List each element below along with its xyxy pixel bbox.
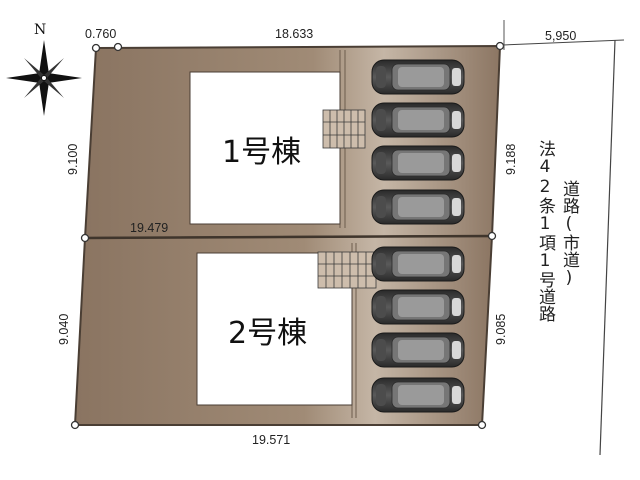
building-2-label: 2号棟	[228, 316, 307, 351]
parked-car-2-3	[371, 332, 465, 368]
corner-markers	[70, 41, 505, 430]
parked-car-1-3	[371, 145, 465, 181]
dim-lot1-left: 9.100	[66, 144, 80, 175]
parked-car-2-1	[371, 246, 465, 282]
compass-north-label: N	[34, 22, 46, 38]
parked-car-2-4	[371, 377, 465, 413]
dim-bottom: 19.571	[252, 433, 290, 447]
parked-car-1-1	[371, 59, 465, 95]
compass-icon	[6, 40, 82, 116]
entrance-steps-1	[322, 109, 366, 149]
dim-lot1-right: 9.188	[504, 144, 518, 175]
parked-car-2-2	[371, 289, 465, 325]
road-width-dim-line	[502, 39, 625, 46]
dim-lot2-right: 9.085	[494, 314, 508, 345]
entrance-steps-2	[317, 251, 377, 289]
dim-lot2-left: 9.040	[57, 314, 71, 345]
dim-middle: 19.479	[130, 221, 168, 235]
parked-car-1-4	[371, 189, 465, 225]
road-label-type: 道路(市道)	[559, 180, 580, 288]
dim-top: 18.633	[275, 27, 313, 41]
building-1-label: 1号棟	[222, 135, 301, 170]
dim-top-offset: 0.760	[85, 27, 116, 41]
dim-road-gap: 5,950	[545, 29, 576, 43]
road-far-line	[599, 39, 616, 456]
parked-car-1-2	[371, 102, 465, 138]
lot-divider	[84, 234, 493, 240]
road-label-law: 法42条1項1号道路	[535, 140, 556, 322]
